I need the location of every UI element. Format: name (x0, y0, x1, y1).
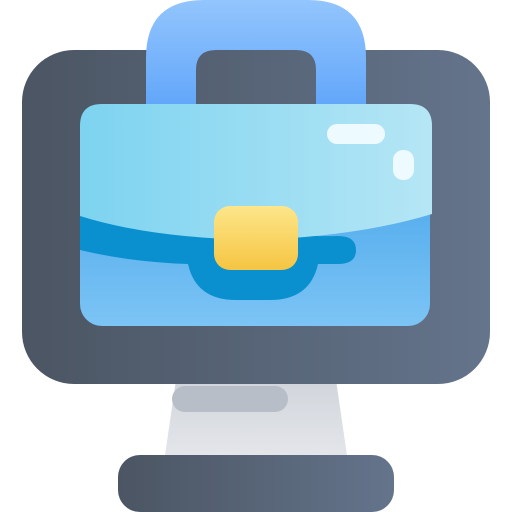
briefcase-clasp (214, 206, 298, 270)
monitor-base (118, 455, 394, 512)
highlight-dot (393, 150, 414, 180)
briefcase-handle (146, 0, 366, 110)
monitor-stand (164, 380, 348, 462)
highlight-bar (327, 124, 385, 144)
